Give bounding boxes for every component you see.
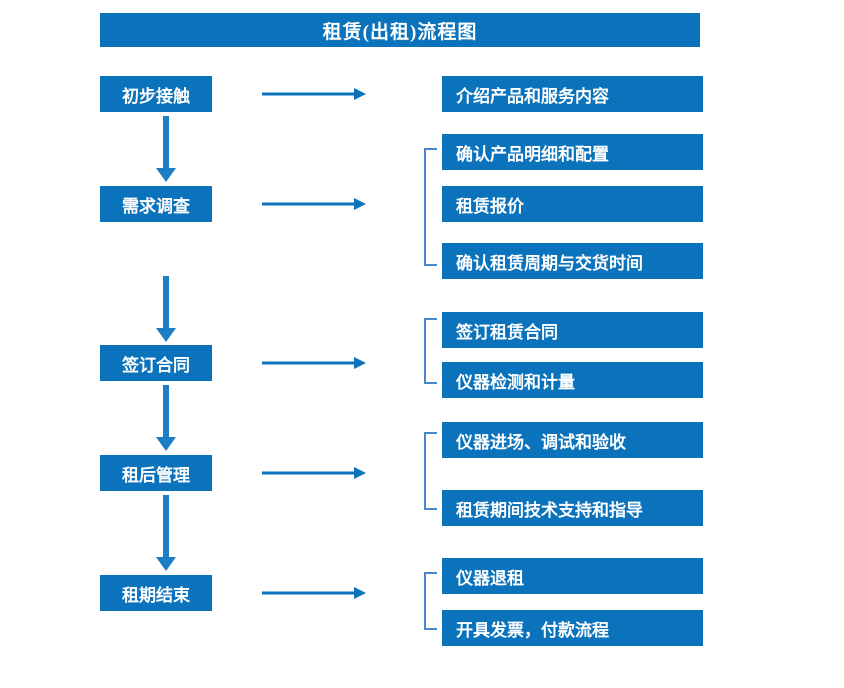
stage-label: 需求调查 [122, 196, 190, 216]
detail-label: 租赁期间技术支持和指导 [456, 500, 643, 520]
stage-label: 租期结束 [122, 585, 190, 605]
detail-box-confirm-period-delivery[interactable]: 确认租赁周期与交货时间 [442, 243, 703, 279]
detail-box-invoice-payment[interactable]: 开具发票，付款流程 [442, 610, 703, 646]
detail-box-instrument-return[interactable]: 仪器退租 [442, 558, 703, 594]
arrow-down-icon-3 [156, 385, 176, 451]
detail-label: 仪器退租 [456, 568, 524, 588]
detail-label: 仪器进场、调试和验收 [456, 432, 626, 452]
detail-label: 确认租赁周期与交货时间 [456, 253, 643, 273]
detail-label: 开具发票，付款流程 [456, 620, 609, 640]
detail-box-confirm-product-spec[interactable]: 确认产品明细和配置 [442, 134, 703, 170]
detail-box-technical-support[interactable]: 租赁期间技术支持和指导 [442, 490, 703, 526]
stage-label: 签订合同 [122, 355, 190, 375]
arrow-right-icon-4 [262, 467, 366, 479]
arrow-right-icon-3 [262, 357, 366, 369]
detail-box-sign-rental-contract[interactable]: 签订租赁合同 [442, 312, 703, 348]
detail-label: 确认产品明细和配置 [456, 144, 609, 164]
flowchart-title: 租赁(出租)流程图 [322, 21, 478, 43]
arrow-down-icon-4 [156, 495, 176, 571]
detail-box-instrument-onsite-commissioning[interactable]: 仪器进场、调试和验收 [442, 422, 703, 458]
group-bracket-post-rental [424, 432, 437, 510]
stage-box-post-rental-management[interactable]: 租后管理 [100, 455, 212, 491]
detail-label: 仪器检测和计量 [456, 372, 575, 392]
detail-label: 签订租赁合同 [456, 322, 558, 342]
arrow-down-icon-2 [156, 276, 176, 342]
arrow-down-icon-1 [156, 116, 176, 182]
group-bracket-needs-survey [424, 148, 437, 266]
stage-label: 初步接触 [122, 86, 190, 106]
stage-box-initial-contact[interactable]: 初步接触 [100, 76, 212, 112]
detail-label: 租赁报价 [456, 196, 524, 216]
group-bracket-sign-contract [424, 318, 437, 384]
stage-box-rental-end[interactable]: 租期结束 [100, 575, 212, 611]
arrow-right-icon-2 [262, 198, 366, 210]
stage-label: 租后管理 [122, 465, 190, 485]
detail-box-introduce-products[interactable]: 介绍产品和服务内容 [442, 76, 703, 112]
group-bracket-rental-end [424, 572, 437, 630]
flowchart-title-bar: 租赁(出租)流程图 [100, 13, 700, 47]
detail-label: 介绍产品和服务内容 [456, 86, 609, 106]
arrow-right-icon-5 [262, 587, 366, 599]
detail-box-rental-quote[interactable]: 租赁报价 [442, 186, 703, 222]
stage-box-needs-survey[interactable]: 需求调查 [100, 186, 212, 222]
arrow-right-icon-1 [262, 88, 366, 100]
stage-box-sign-contract[interactable]: 签订合同 [100, 345, 212, 381]
detail-box-instrument-inspection[interactable]: 仪器检测和计量 [442, 362, 703, 398]
